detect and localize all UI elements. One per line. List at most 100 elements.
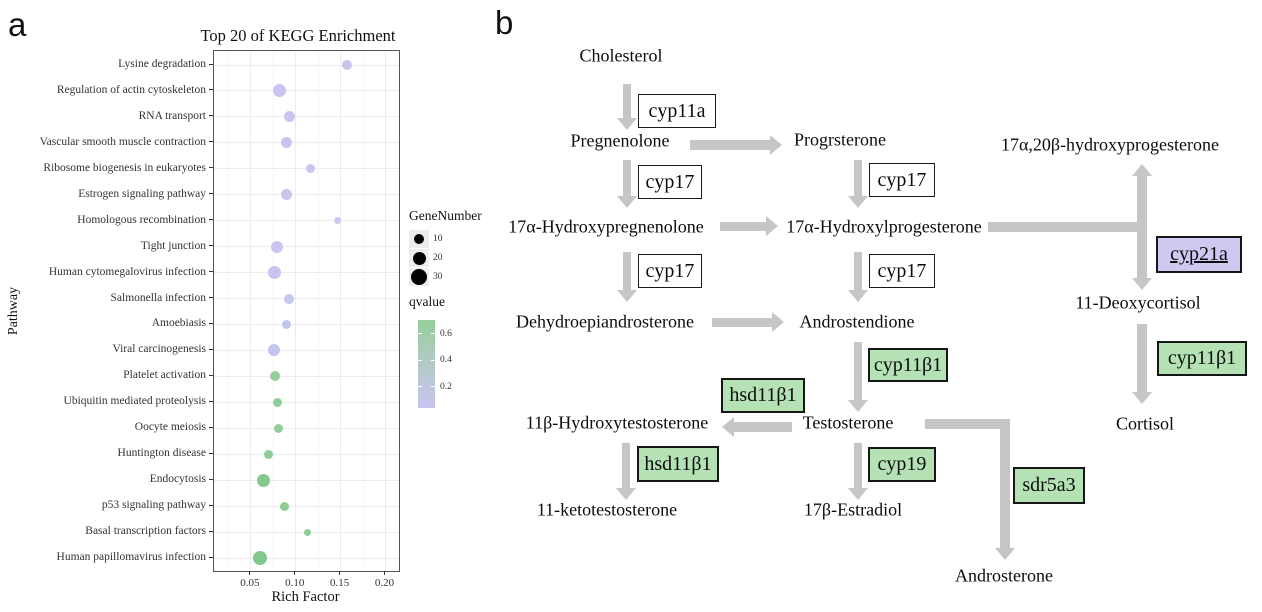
arrowhead (766, 216, 778, 236)
pathway-tick-label: Ribosome biogenesis in eukaryotes (43, 161, 206, 174)
y-tick-mark (209, 63, 213, 65)
arrow-shaft (623, 252, 631, 292)
gridline-major (340, 51, 342, 571)
gridline-major (295, 51, 297, 571)
arrowhead (1132, 164, 1152, 176)
chart-dot (274, 423, 284, 433)
x-tick-mark (294, 571, 296, 575)
gridline-row (214, 375, 399, 377)
y-tick-mark (209, 348, 213, 350)
chart-dot (281, 189, 293, 201)
arrow-shaft (623, 84, 631, 120)
arrow-shaft (854, 252, 862, 292)
arrowhead (848, 488, 868, 500)
compound-label: 17α,20β-hydroxyprogesterone (1000, 134, 1220, 155)
compound-label: Testosterone (802, 412, 894, 433)
y-tick-mark (209, 297, 213, 299)
gridline-row (214, 142, 399, 144)
chart-dot (306, 164, 316, 174)
pathway-tick-label: Vascular smooth muscle contraction (39, 135, 206, 148)
gridline-row (214, 90, 399, 92)
gridline-row (214, 505, 399, 507)
arrowhead (722, 417, 734, 437)
chart-dot (252, 551, 267, 565)
size-legend-dot (412, 251, 426, 265)
arrow-shaft (925, 419, 1010, 429)
gridline-row (214, 220, 399, 222)
arrow-shaft (1000, 419, 1010, 550)
qvalue-bar-tick (418, 333, 422, 334)
compound-label: Pregnenolone (570, 130, 670, 151)
qvalue-bar-tick (431, 333, 435, 334)
arrowhead (772, 312, 784, 332)
qvalue-bar-tick (431, 386, 435, 387)
compound-label: 11β-Hydroxytestosterone (525, 412, 709, 433)
y-tick-mark (209, 89, 213, 91)
gridline-major (385, 51, 387, 571)
y-tick-mark (209, 193, 213, 195)
compound-label: 17α-Hydroxylprogesterone (786, 216, 982, 237)
size-legend-value: 30 (433, 272, 443, 282)
y-tick-mark (209, 374, 213, 376)
enzyme-box-hsd111: hsd11β1 (721, 378, 805, 413)
gridline-row (214, 479, 399, 481)
pathway-tick-label: Tight junction (140, 239, 206, 252)
y-tick-mark (209, 245, 213, 247)
chart-dot (270, 240, 283, 253)
arrow-shaft (854, 160, 862, 198)
chart-dot (273, 84, 287, 98)
pathway-tick-label: Lysine degradation (118, 58, 206, 70)
x-tick-label: 0.10 (285, 577, 305, 589)
arrowhead (1132, 278, 1152, 290)
y-tick-mark (209, 400, 213, 402)
chart-dot (281, 137, 293, 149)
chart-dot (303, 528, 311, 536)
x-tick-mark (384, 571, 386, 575)
gridline-row (214, 116, 399, 118)
y-tick-mark (209, 504, 213, 506)
enzyme-box-cyp111: cyp11β1 (868, 348, 948, 382)
chart-dot (333, 217, 341, 225)
pathway-tick-label: Estrogen signaling pathway (78, 187, 206, 200)
arrow-shaft (1137, 324, 1147, 394)
arrowhead (617, 118, 637, 130)
arrowhead (995, 548, 1015, 560)
y-tick-mark (209, 271, 213, 273)
chart-title: Top 20 of KEGG Enrichment (200, 26, 396, 45)
qvalue-tick-label: 0.6 (440, 328, 452, 339)
pathway-tick-label: p53 signaling pathway (101, 499, 206, 512)
chart-dot (264, 449, 274, 459)
enzyme-box-sdr5a3: sdr5a3 (1013, 467, 1085, 504)
y-tick-mark (209, 556, 213, 558)
arrow-shaft (622, 443, 630, 490)
pathway-tick-label: Human papillomavirus infection (56, 551, 206, 563)
qvalue-gradient-bar (418, 320, 435, 408)
arrowhead (848, 196, 868, 208)
x-axis-label: Rich Factor (271, 589, 340, 605)
chart-dot (273, 397, 283, 407)
qvalue-bar-tick (418, 386, 422, 387)
enzyme-box-cyp17: cyp17 (638, 254, 702, 288)
gridline-row (214, 401, 399, 403)
arrow-shaft (988, 222, 1147, 232)
y-tick-mark (209, 141, 213, 143)
compound-label: 17α-Hydroxypregnenolone (508, 216, 704, 237)
gridline-row (214, 64, 399, 66)
arrowhead (848, 290, 868, 302)
qvalue-tick-label: 0.4 (440, 355, 452, 365)
pathway-tick-label: Huntington disease (117, 447, 206, 460)
y-tick-mark (209, 452, 213, 454)
pathway-tick-label: Basal transcription factors (85, 525, 206, 538)
arrow-shaft (623, 160, 631, 198)
pathway-tick-label: Salmonella infection (110, 291, 207, 304)
pathway-tick-label: Platelet activation (123, 369, 206, 382)
x-tick-mark (339, 571, 341, 575)
y-tick-mark (209, 530, 213, 532)
compound-label: 11-ketotestosterone (536, 499, 678, 520)
pathway-tick-label: Regulation of actin cytoskeleton (56, 83, 206, 96)
y-tick-mark (209, 478, 213, 480)
chart-dot (268, 344, 281, 357)
gridline-row (214, 453, 399, 455)
gridline-major (250, 51, 252, 571)
size-legend-value: 20 (433, 253, 443, 263)
